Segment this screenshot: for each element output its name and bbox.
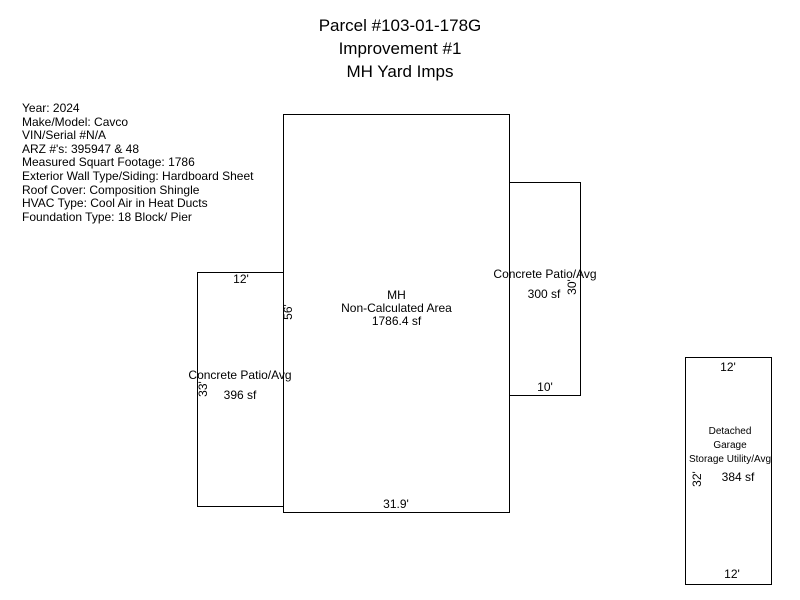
- patio-right-box: [509, 182, 581, 396]
- mh-dim-width: 31.9': [383, 497, 409, 511]
- patio-right-dim-height: 30': [565, 279, 579, 295]
- improvement-title: Improvement #1: [338, 39, 462, 58]
- patio-left-box: [197, 272, 284, 507]
- info-make-model: Make/Model: Cavco: [22, 114, 129, 129]
- patio-left-dim-width: 12': [233, 272, 249, 286]
- garage-box: [685, 357, 772, 585]
- info-arz: ARZ #'s: 395947 & 48: [22, 141, 140, 156]
- info-hvac: HVAC Type: Cool Air in Heat Ducts: [22, 196, 208, 211]
- info-roof: Roof Cover: Composition Shingle: [22, 182, 200, 197]
- info-vin: VIN/Serial #N/A: [22, 128, 107, 143]
- subtitle: MH Yard Imps: [346, 62, 454, 81]
- patio-left-name: Concrete Patio/Avg: [188, 368, 292, 382]
- patio-left-area: 396 sf: [223, 388, 257, 402]
- info-footage: Measured Squart Footage: 1786: [22, 155, 195, 170]
- garage-area: 384 sf: [721, 470, 755, 484]
- garage-dim-height: 32': [690, 471, 704, 487]
- patio-right-area: 300 sf: [527, 287, 561, 301]
- garage-line2: Garage: [713, 440, 747, 451]
- garage-dim-top: 12': [720, 360, 736, 374]
- patio-right-name: Concrete Patio/Avg: [493, 267, 597, 281]
- mh-area: 1786.4 sf: [371, 314, 422, 328]
- garage-dim-bottom: 12': [724, 567, 740, 581]
- info-year: Year: 2024: [22, 101, 80, 115]
- patio-right-dim-width: 10': [537, 380, 553, 394]
- page-title: Parcel #103-01-178G Improvement #1 MH Ya…: [0, 15, 800, 84]
- property-info: Year: 2024 Make/Model: Cavco VIN/Serial …: [22, 101, 254, 224]
- garage-line1: Detached: [708, 426, 752, 437]
- patio-left-dim-height: 33': [196, 381, 210, 397]
- garage-line3: Storage Utility/Avg: [688, 454, 772, 465]
- parcel-title: Parcel #103-01-178G: [318, 16, 482, 35]
- mh-label: MH Non-Calculated Area 1786.4 sf: [283, 289, 510, 328]
- mh-type: Non-Calculated Area: [341, 301, 452, 315]
- info-foundation: Foundation Type: 18 Block/ Pier: [22, 209, 192, 224]
- garage-label: Detached Garage Storage Utility/Avg: [680, 425, 780, 467]
- info-siding: Exterior Wall Type/Siding: Hardboard She…: [22, 168, 254, 183]
- mh-name: MH: [387, 288, 406, 302]
